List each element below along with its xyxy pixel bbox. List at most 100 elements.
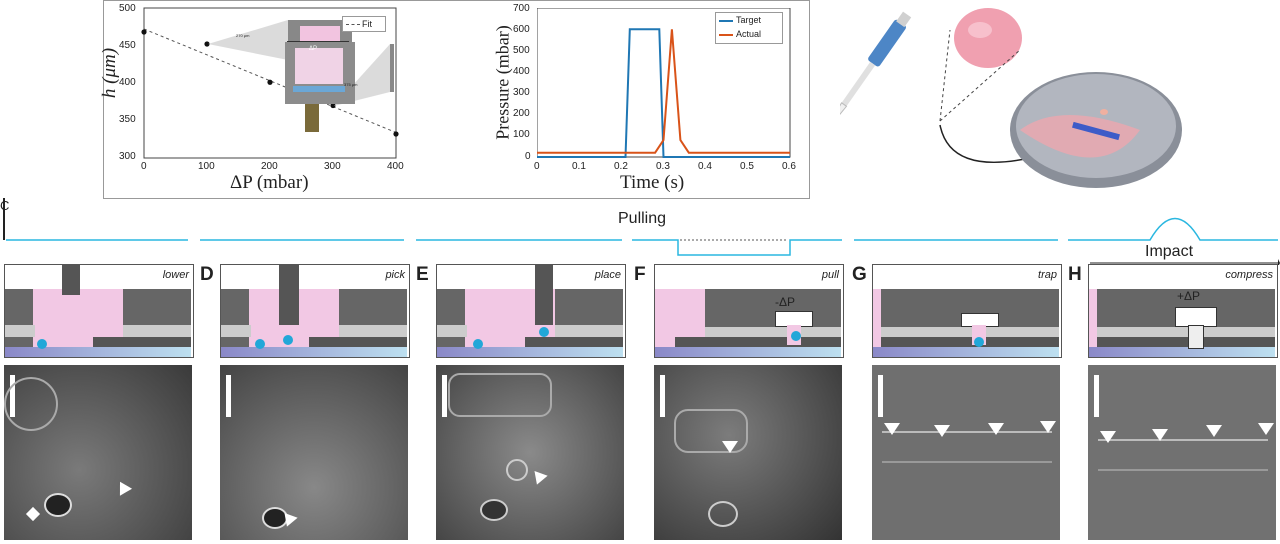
xtick-b-02: 0.2 <box>614 161 628 172</box>
series-target-line <box>537 28 790 158</box>
timeline-seg-pull <box>632 239 842 256</box>
ytick-b-200: 200 <box>513 108 530 119</box>
micrograph-pick <box>220 365 408 540</box>
ytick-a-500: 500 <box>119 3 136 14</box>
inset-2-device <box>390 44 394 92</box>
legend-b: Target Actual <box>715 12 783 44</box>
pipette-illustration <box>840 8 1182 188</box>
inset-1-funnel <box>208 20 288 60</box>
plus-dp-label: +ΔP <box>1177 289 1201 303</box>
dish-tissue <box>1020 115 1140 158</box>
series-actual-line <box>537 29 790 154</box>
panel-letter-g: G <box>852 264 867 285</box>
data-point <box>330 102 336 109</box>
scale-bar <box>1094 375 1099 417</box>
legend-fit-label: Fit <box>362 19 372 29</box>
scale-bar <box>442 375 447 417</box>
arrowhead-marker <box>1100 431 1116 443</box>
micrograph-compress <box>1088 365 1276 540</box>
xtick-b-04: 0.4 <box>698 161 712 172</box>
panel-name-pull: pull <box>821 269 839 281</box>
dish-device-icon <box>1072 121 1120 141</box>
arrowhead-marker <box>988 423 1004 435</box>
arrowhead-marker <box>530 470 548 488</box>
arrow-to-dish <box>939 124 1031 164</box>
timeline-seg-impact <box>1068 217 1278 241</box>
arrowhead-marker <box>1206 425 1222 437</box>
micrograph-pull <box>654 365 842 540</box>
arrowhead-marker <box>1152 429 1168 441</box>
micrograph-lower <box>4 365 192 540</box>
schematic-compress: +ΔP compress <box>1088 264 1278 358</box>
ytick-b-0: 0 <box>525 151 531 162</box>
cell-spot <box>44 493 72 517</box>
panel-letter-f: F <box>634 264 646 285</box>
legend-target-label: Target <box>736 15 762 25</box>
xtick-a-0: 0 <box>141 161 147 172</box>
schematic-lower: lower <box>4 264 194 358</box>
ytick-b-400: 400 <box>513 66 530 77</box>
timeline-axis <box>3 198 5 240</box>
panel-letter-d: D <box>200 264 214 285</box>
ytick-a-350: 350 <box>119 114 136 125</box>
arrowhead-marker <box>722 441 738 453</box>
xtick-a-300: 300 <box>324 161 341 172</box>
timeline-impact-label: Impact <box>1145 243 1194 260</box>
ytick-b-100: 100 <box>513 129 530 140</box>
ytick-b-300: 300 <box>513 87 530 98</box>
arrowhead-marker <box>934 425 950 437</box>
data-point <box>267 79 273 85</box>
pressure-timeline <box>6 217 1280 265</box>
arrowhead-marker <box>884 423 900 435</box>
xtick-a-200: 200 <box>261 161 278 172</box>
legend-fit: Fit <box>342 16 386 32</box>
ytick-a-450: 450 <box>119 40 136 51</box>
ytick-b-700: 700 <box>513 3 530 14</box>
diamond-marker <box>25 506 41 522</box>
ytick-a-400: 400 <box>119 77 136 88</box>
xtick-a-400: 400 <box>387 161 404 172</box>
ylabel-a: h (μm) <box>99 47 121 99</box>
minus-dp-label: -ΔP <box>775 295 796 309</box>
ytick-b-600: 600 <box>513 24 530 35</box>
schematic-pull: -ΔP pull <box>654 264 844 358</box>
scale-bar <box>660 375 665 417</box>
ylabel-b: Pressure (mbar) <box>492 25 513 140</box>
schematic-pick: pick <box>220 264 410 358</box>
panel-letter-h: H <box>1068 264 1082 285</box>
xtick-b-03: 0.3 <box>656 161 670 172</box>
data-point <box>141 29 147 35</box>
panel-letter-e: E <box>416 264 429 285</box>
tissue-blob-icon <box>954 8 1022 68</box>
data-point <box>204 41 210 47</box>
panel-name-lower: lower <box>162 269 189 281</box>
panel-name-pick: pick <box>385 269 405 281</box>
micrograph-trap <box>872 365 1060 540</box>
schematic-place: place <box>436 264 626 358</box>
xlabel-b: Time (s) <box>620 172 685 193</box>
schematic-trap: trap <box>872 264 1062 358</box>
micrograph-place <box>436 365 624 540</box>
pipette-icon <box>840 11 912 138</box>
xtick-b-0: 0 <box>534 161 540 172</box>
xtick-b-06: 0.6 <box>782 161 796 172</box>
xtick-a-100: 100 <box>198 161 215 172</box>
inset-2-dim: 375 μm <box>344 82 358 87</box>
xtick-b-01: 0.1 <box>572 161 586 172</box>
inset-2-body: ΔP <box>285 42 355 104</box>
ytick-b-500: 500 <box>513 45 530 56</box>
inset-2-label: ΔP <box>309 46 318 52</box>
panel-name-trap: trap <box>1038 269 1057 281</box>
panel-name-place: place <box>594 269 621 281</box>
inset-1-dim: 270 μm <box>236 33 250 38</box>
arrowhead-marker <box>1258 423 1274 435</box>
arrowhead-marker <box>113 478 133 496</box>
xtick-b-05: 0.5 <box>740 161 754 172</box>
panel-name-compress: compress <box>1225 269 1273 281</box>
inset-2-objective <box>305 104 319 132</box>
xlabel-a: ΔP (mbar) <box>230 172 309 193</box>
scale-bar <box>226 375 231 417</box>
legend-actual-label: Actual <box>736 29 762 39</box>
timeline-pulling-label: Pulling <box>618 210 667 227</box>
scale-bar <box>878 375 883 417</box>
